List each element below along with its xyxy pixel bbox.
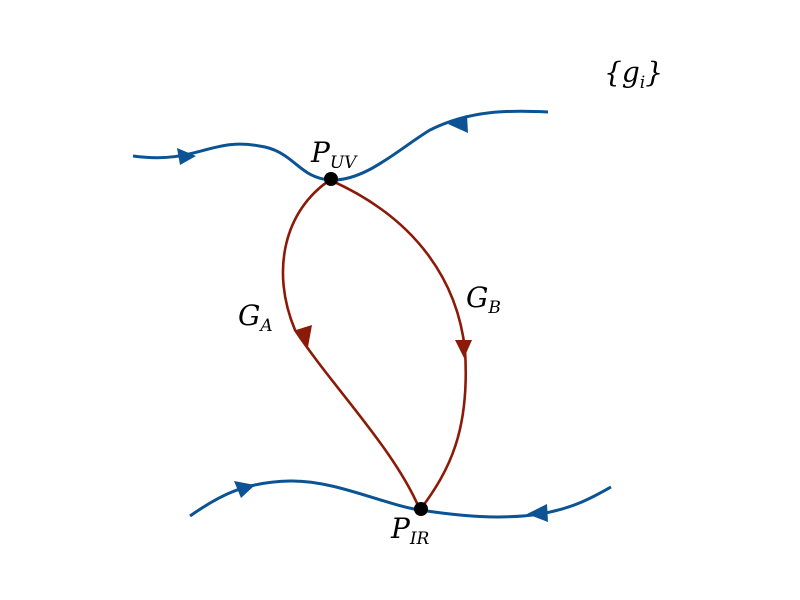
uv-flow-arrow-right (448, 115, 468, 133)
ir-point-label: PIR (390, 512, 430, 549)
trajectory-b-label: GB (466, 281, 501, 318)
uv-fixed-point (324, 172, 338, 186)
ir-flow-arrow-right (527, 504, 548, 522)
ir-flow-arrow-left (234, 481, 255, 498)
trajectory-a-label: GA (238, 299, 273, 336)
trajectory-b-arrow (455, 340, 472, 358)
ir-fixed-point (414, 502, 428, 516)
trajectory-a (281, 178, 422, 511)
trajectory-a-arrow (296, 325, 312, 347)
coupling-set-label: {gi} (604, 56, 663, 93)
uv-flow-arrow-left (177, 148, 196, 165)
trajectory-b (329, 178, 467, 511)
uv-point-label: PUV (310, 136, 358, 173)
